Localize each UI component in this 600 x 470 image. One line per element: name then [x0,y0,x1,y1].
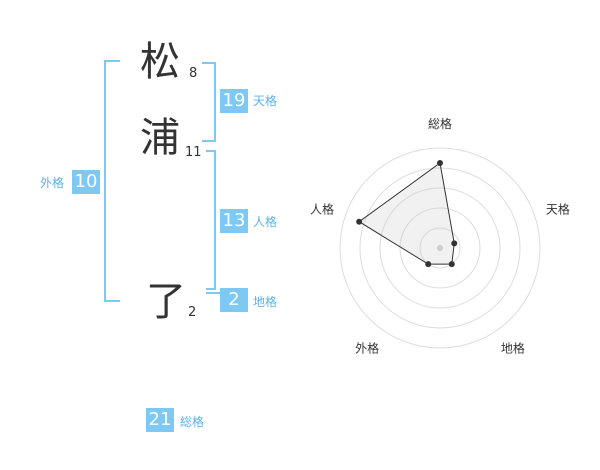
jinkaku-label: 人格 [253,215,278,229]
jinkaku-value: 13 [220,209,248,233]
soukaku-label: 総格 [180,415,205,429]
radar-axis-label-3: 地格 [501,340,525,355]
radar-ring-2 [399,207,481,289]
radar-axis-label-4: 外格 [355,340,379,355]
radar-axis-label-5: 人格 [310,202,334,217]
radar-point-5 [356,218,363,225]
radar-ring-1 [419,227,461,269]
tenkaku-bracket [202,62,216,142]
radar-axis-label-1: 総格 [428,116,452,131]
radar-center-dot [437,245,443,251]
radar-ring-3 [379,187,501,309]
name-char-3: 了 [146,279,186,325]
radar-point-2 [451,240,458,247]
radar-point-4 [425,261,432,268]
soukaku-value: 21 [146,408,174,432]
radar-point-3 [448,261,455,268]
chikaku-bracket [206,292,220,294]
tenkaku-label: 天格 [253,94,278,108]
jinkaku-bracket [206,150,216,290]
gaikaku-label: 外格 [40,176,65,190]
gaikaku-value: 10 [72,170,100,194]
stroke-count-3: 2 [188,305,197,320]
gaikaku-bracket [104,60,120,302]
name-char-2: 浦 [140,115,180,161]
name-char-1: 松 [140,39,180,85]
radar-ring-5 [339,147,541,349]
chikaku-value: 2 [220,288,248,312]
stroke-count-2: 11 [185,145,202,160]
radar-ring-4 [359,167,521,329]
radar-series-polygon [358,162,455,265]
chikaku-label: 地格 [253,295,278,309]
tenkaku-value: 19 [220,89,248,113]
stroke-count-1: 8 [189,66,198,81]
radar-point-1 [437,160,443,166]
radar-axis-label-2: 天格 [546,202,570,217]
